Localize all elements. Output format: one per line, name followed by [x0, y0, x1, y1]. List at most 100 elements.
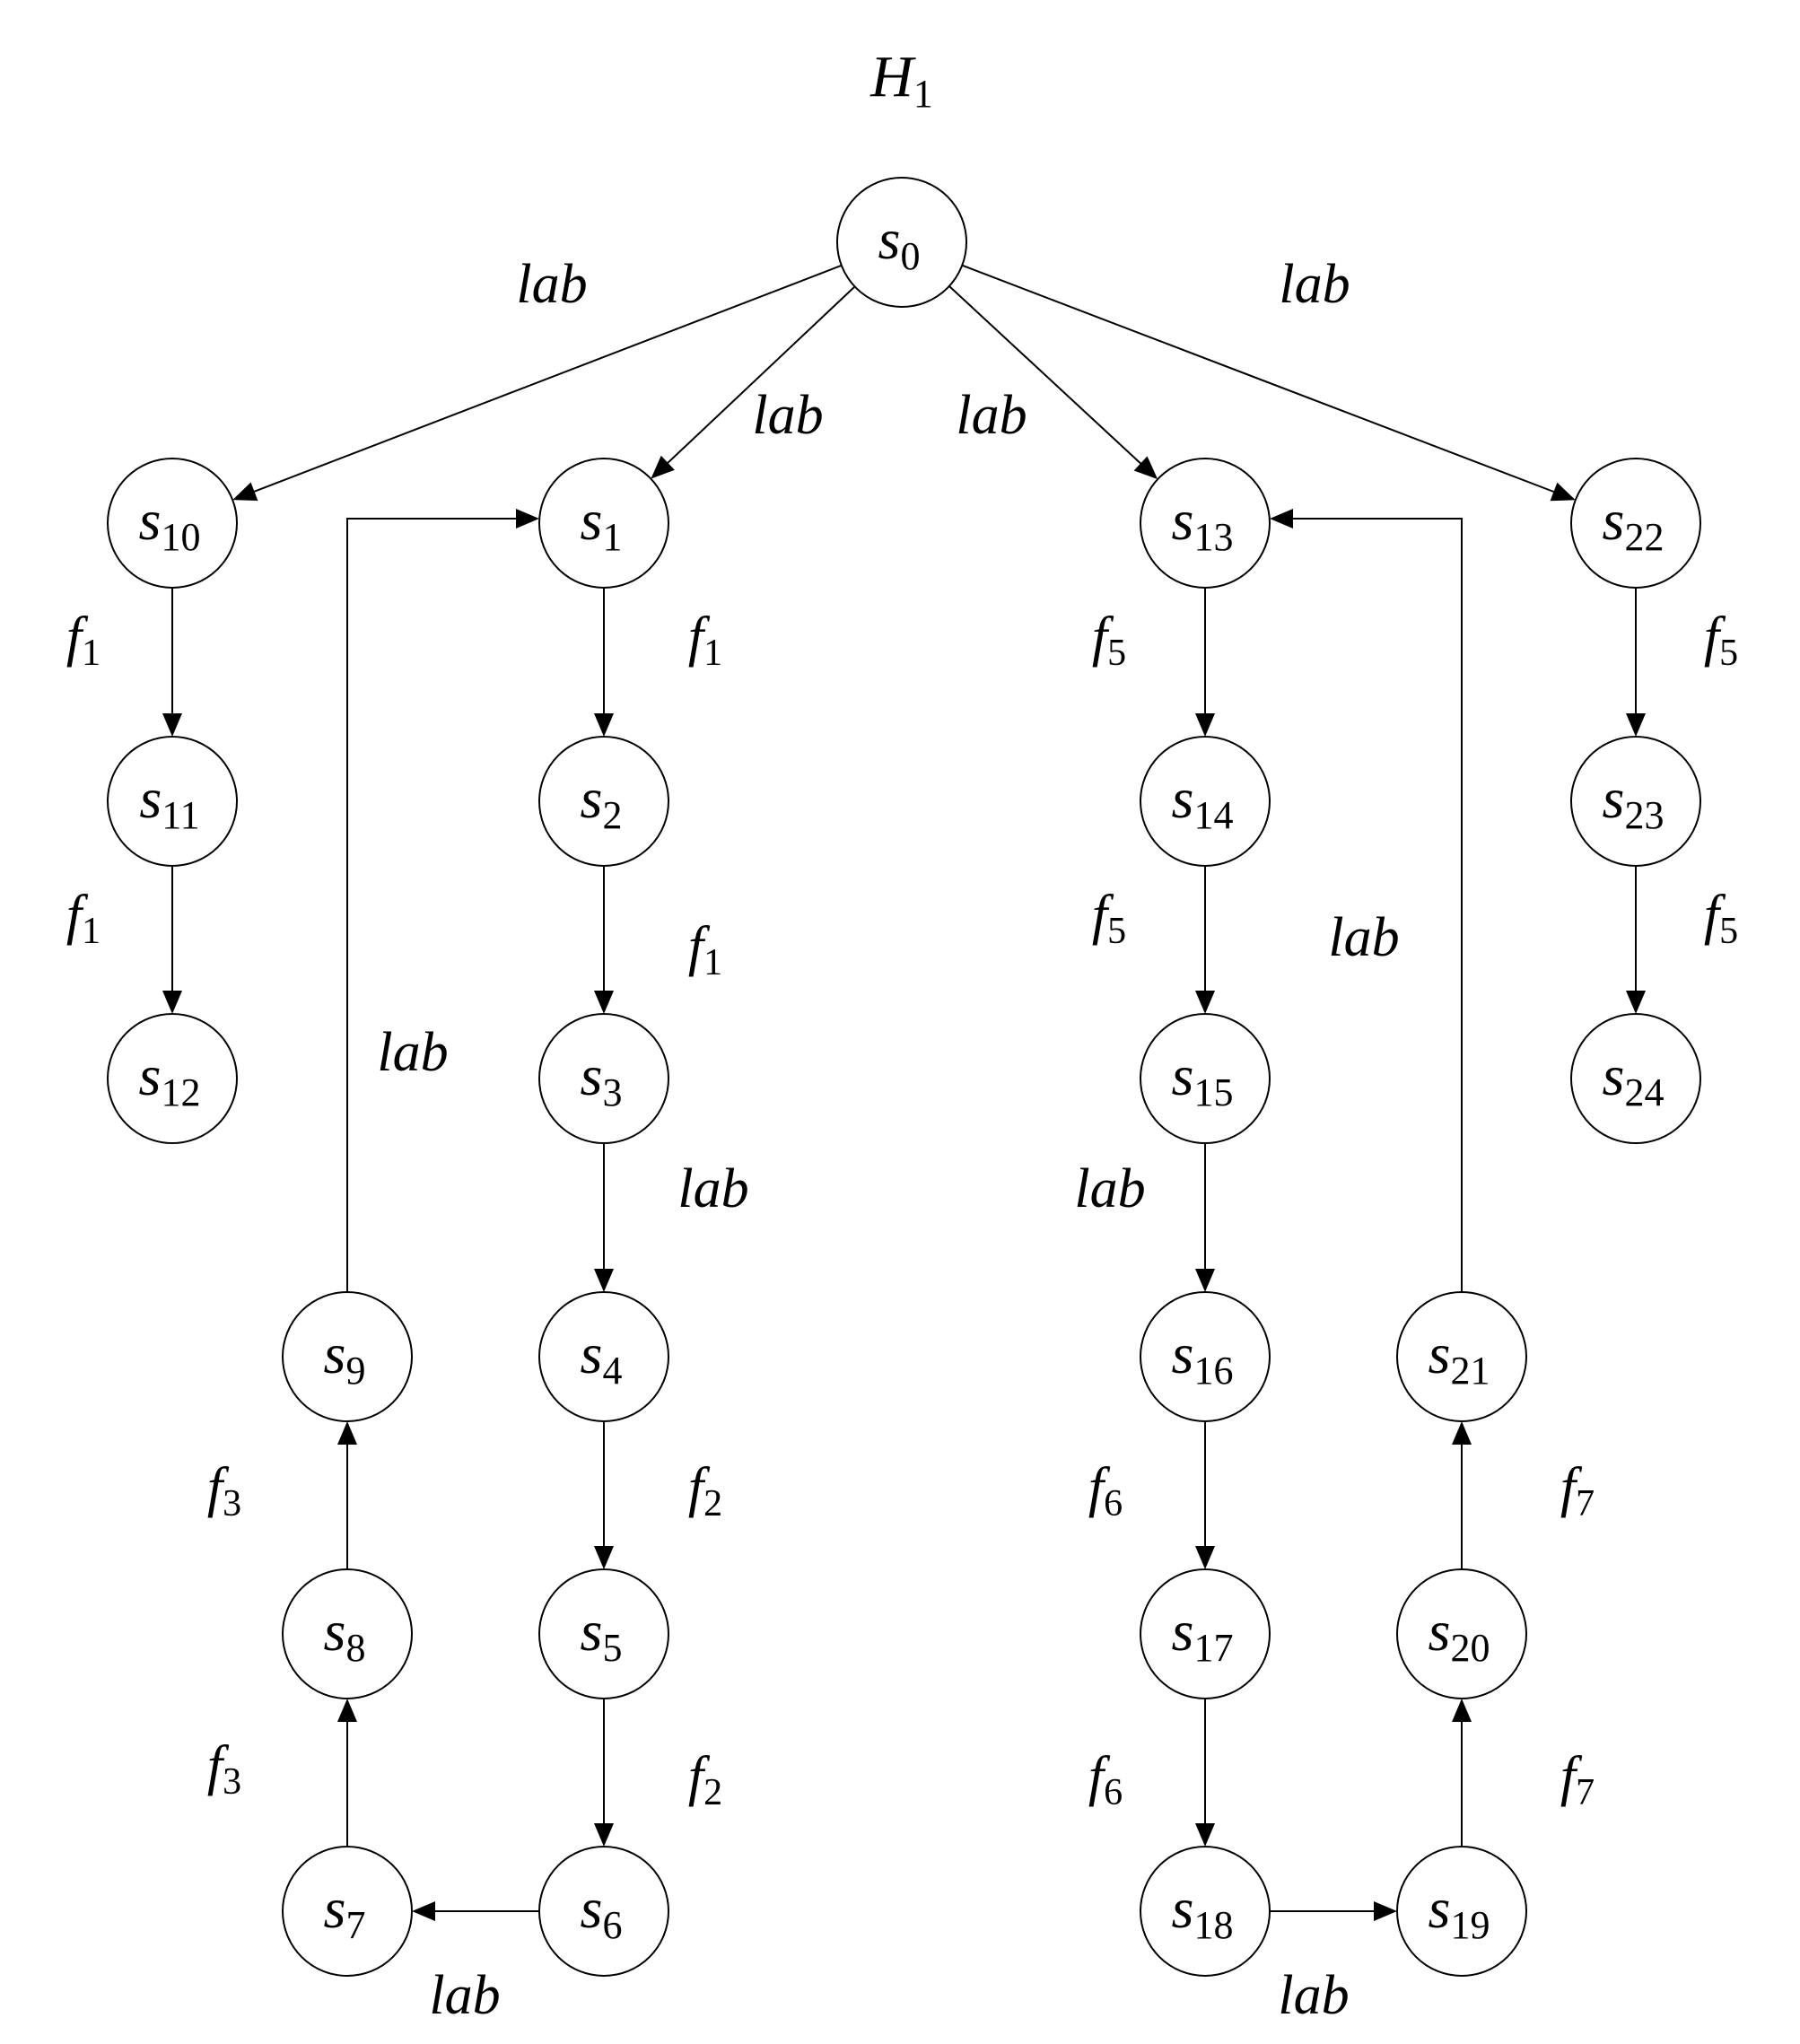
edge-s21-s13	[1288, 518, 1463, 1292]
node-s5: s5	[538, 1568, 669, 1699]
node-circle-s22	[1570, 458, 1701, 589]
arrowhead-s11-s12	[162, 991, 182, 1014]
node-label-s0: s0	[878, 207, 921, 278]
edge-label-s0-s10: lab	[516, 254, 587, 315]
edge-s0-s22	[961, 264, 1560, 495]
node-s23: s23	[1570, 736, 1701, 867]
arrowhead-s2-s3	[594, 991, 614, 1014]
arrowhead-s0-s1	[651, 455, 675, 479]
node-s10: s10	[107, 458, 238, 589]
edge-label-s11-s12: f1	[66, 885, 100, 952]
edge-label-s3-s4: lab	[677, 1158, 748, 1219]
arrowhead-s4-s5	[594, 1546, 614, 1569]
node-circle-s9	[282, 1291, 413, 1422]
node-label-s20: s20	[1429, 1599, 1490, 1670]
edge-s9-s1	[346, 518, 521, 1292]
arrowhead-s6-s7	[412, 1901, 435, 1921]
node-label-s11: s11	[139, 766, 199, 837]
arrowhead-s14-s15	[1195, 991, 1215, 1014]
node-s18: s18	[1140, 1846, 1271, 1977]
node-label-s7: s7	[324, 1876, 366, 1947]
arrowhead-s13-s14	[1195, 713, 1215, 737]
arrowhead-s17-s18	[1195, 1823, 1215, 1847]
arrowhead-s1-s2	[594, 713, 614, 737]
arrowhead-s3-s4	[594, 1269, 614, 1292]
edge-label-s0-s13: lab	[956, 385, 1027, 446]
edge-label-s23-s24: f5	[1704, 885, 1738, 952]
arrowhead-s20-s21	[1452, 1421, 1472, 1445]
arrowhead-s18-s19	[1374, 1901, 1397, 1921]
node-circle-s6	[538, 1846, 669, 1977]
node-label-s10: s10	[139, 488, 201, 559]
edge-label-s22-s23: f5	[1704, 607, 1738, 674]
node-label-s23: s23	[1603, 766, 1665, 837]
node-s2: s2	[538, 736, 669, 867]
node-label-s12: s12	[139, 1044, 201, 1114]
node-s16: s16	[1140, 1291, 1271, 1422]
arrowhead-s23-s24	[1626, 991, 1646, 1014]
node-circle-s1	[538, 458, 669, 589]
edge-label-s5-s6: f2	[688, 1746, 722, 1813]
arrowhead-s0-s22	[1550, 482, 1576, 502]
arrowhead-s8-s9	[337, 1421, 357, 1445]
node-s15: s15	[1140, 1013, 1271, 1144]
arrowhead-s7-s8	[337, 1699, 357, 1722]
edge-label-s18-s19: lab	[1278, 1965, 1349, 2026]
node-s19: s19	[1396, 1846, 1527, 1977]
node-label-s22: s22	[1603, 488, 1665, 559]
node-label-s16: s16	[1172, 1322, 1234, 1393]
node-label-s15: s15	[1172, 1044, 1234, 1114]
node-s0: s0	[836, 177, 967, 308]
arrowhead-s5-s6	[594, 1823, 614, 1847]
node-label-s19: s19	[1429, 1876, 1490, 1947]
node-label-s2: s2	[581, 766, 623, 837]
node-circle-s18	[1140, 1846, 1271, 1977]
arrowhead-s0-s13	[1133, 456, 1158, 480]
node-circle-s20	[1396, 1568, 1527, 1699]
edge-label-s19-s20: f7	[1560, 1746, 1595, 1813]
edge-label-s13-s14: f5	[1092, 607, 1126, 674]
edge-label-s16-s17: f6	[1088, 1457, 1123, 1524]
node-circle-s17	[1140, 1568, 1271, 1699]
node-circle-s23	[1570, 736, 1701, 867]
edge-label-s20-s21: f7	[1560, 1457, 1595, 1524]
arrowhead-s10-s11	[162, 713, 182, 737]
node-label-s4: s4	[581, 1322, 623, 1393]
node-label-s1: s1	[581, 488, 623, 559]
node-label-s5: s5	[581, 1599, 623, 1670]
node-label-s13: s13	[1172, 488, 1234, 559]
diagram-title: H1	[869, 44, 933, 116]
node-s17: s17	[1140, 1568, 1271, 1699]
edge-s0-s13	[948, 285, 1146, 468]
node-s4: s4	[538, 1291, 669, 1422]
node-circle-s15	[1140, 1013, 1271, 1144]
edge-label-s8-s9: f3	[207, 1457, 241, 1524]
edge-label-s15-s16: lab	[1074, 1158, 1145, 1219]
node-circle-s10	[107, 458, 238, 589]
arrowhead-s15-s16	[1195, 1269, 1215, 1292]
node-s21: s21	[1396, 1291, 1527, 1422]
node-label-s14: s14	[1172, 766, 1234, 837]
node-s1: s1	[538, 458, 669, 589]
edge-s0-s10	[249, 264, 843, 494]
edge-label-s7-s8: f3	[207, 1735, 241, 1803]
node-label-s9: s9	[324, 1322, 366, 1393]
edge-label-s14-s15: f5	[1092, 885, 1126, 952]
node-s12: s12	[107, 1013, 238, 1144]
node-label-s3: s3	[581, 1044, 623, 1114]
node-s13: s13	[1140, 458, 1271, 589]
arrowhead-s0-s10	[232, 482, 258, 502]
node-circle-s8	[282, 1568, 413, 1699]
node-s14: s14	[1140, 736, 1271, 867]
node-circle-s0	[836, 177, 967, 308]
node-circle-s7	[282, 1846, 413, 1977]
edge-label-s0-s22: lab	[1279, 254, 1350, 315]
node-label-s8: s8	[324, 1599, 366, 1670]
edge-label-s4-s5: f2	[688, 1457, 722, 1524]
node-circle-s24	[1570, 1013, 1701, 1144]
node-label-s17: s17	[1172, 1599, 1234, 1670]
node-circle-s5	[538, 1568, 669, 1699]
node-s7: s7	[282, 1846, 413, 1977]
